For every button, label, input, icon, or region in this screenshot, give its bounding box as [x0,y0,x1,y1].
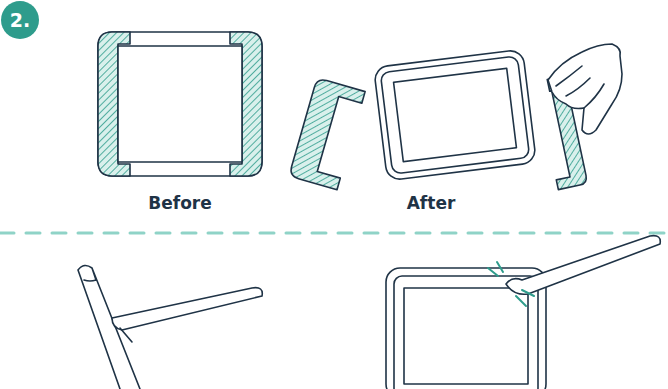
tablet-before [98,32,262,176]
pry-tool-right [506,236,660,295]
step-number: 2. [10,9,30,31]
state-label: After [407,193,456,213]
snap-marks [488,262,534,306]
pry-tool-left [78,265,262,389]
bumper-left [289,78,365,190]
separator [0,232,668,235]
state-label: Before [148,193,211,213]
tablet-after [374,49,537,180]
step-badge: 2. [1,1,39,39]
hand [548,44,622,134]
